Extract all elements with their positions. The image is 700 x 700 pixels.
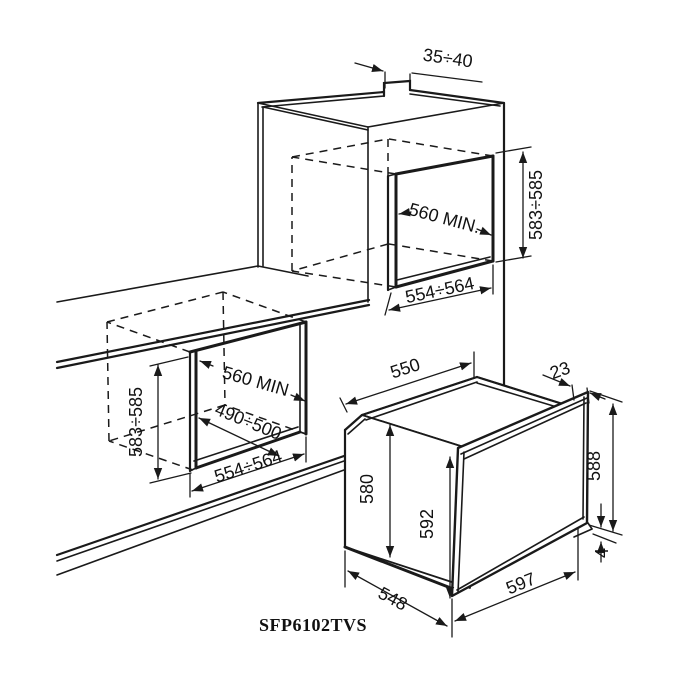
dim-upper-niche-height-label: 583÷585 xyxy=(526,170,546,240)
dim-base-niche-floor-depth-label: 490÷500 xyxy=(212,399,284,444)
upper-niche-hidden-cavity xyxy=(291,138,494,288)
dim-oven-front-height-label: 592 xyxy=(417,509,437,539)
dim-oven-bottom-gap: 4 xyxy=(592,503,617,563)
dim-oven-top-depth-label: 550 xyxy=(388,354,423,382)
dim-base-niche-height: 583÷585 xyxy=(126,356,192,484)
dim-oven-door-overhang: 23 xyxy=(542,358,606,404)
oven-door xyxy=(450,390,590,598)
plinth-and-floor-lines xyxy=(55,454,346,576)
dim-upper-niche-depth-label: 560 MIN. xyxy=(407,199,483,237)
dim-oven-front-height: 592 xyxy=(417,456,455,599)
base-niche-hidden-cavity xyxy=(106,291,307,471)
dim-upper-niche-depth: 560 MIN. xyxy=(398,199,492,237)
base-niche-opening xyxy=(188,320,308,473)
dim-oven-bottom-depth-label: 548 xyxy=(375,583,411,615)
dim-oven-door-overhang-label: 23 xyxy=(547,358,573,384)
dim-vent-width-label: 35÷40 xyxy=(422,45,474,72)
dim-oven-door-height-label: 588 xyxy=(584,451,604,481)
worktop xyxy=(55,265,371,370)
dim-upper-niche-width: 554÷564 xyxy=(384,264,494,316)
dim-oven-body-height-label: 580 xyxy=(357,474,377,504)
dim-upper-niche-height: 583÷585 xyxy=(495,146,546,263)
dim-base-niche-depth-label: 560 MIN xyxy=(220,362,291,400)
dim-oven-bottom-gap-label: 4 xyxy=(592,548,612,558)
dim-oven-body-height: 580 xyxy=(357,424,395,558)
tall-cabinet-outline xyxy=(256,79,506,387)
dim-vent-width: 35÷40 xyxy=(354,45,483,91)
dim-base-niche-height-label: 583÷585 xyxy=(126,387,146,457)
dim-oven-front-width-label: 597 xyxy=(503,569,538,599)
dim-oven-door-height: 588 xyxy=(584,390,623,536)
dim-base-niche-depth: 560 MIN xyxy=(199,360,306,402)
model-code: SFP6102TVS xyxy=(259,615,367,635)
dim-upper-niche-width-label: 554÷564 xyxy=(403,273,476,307)
